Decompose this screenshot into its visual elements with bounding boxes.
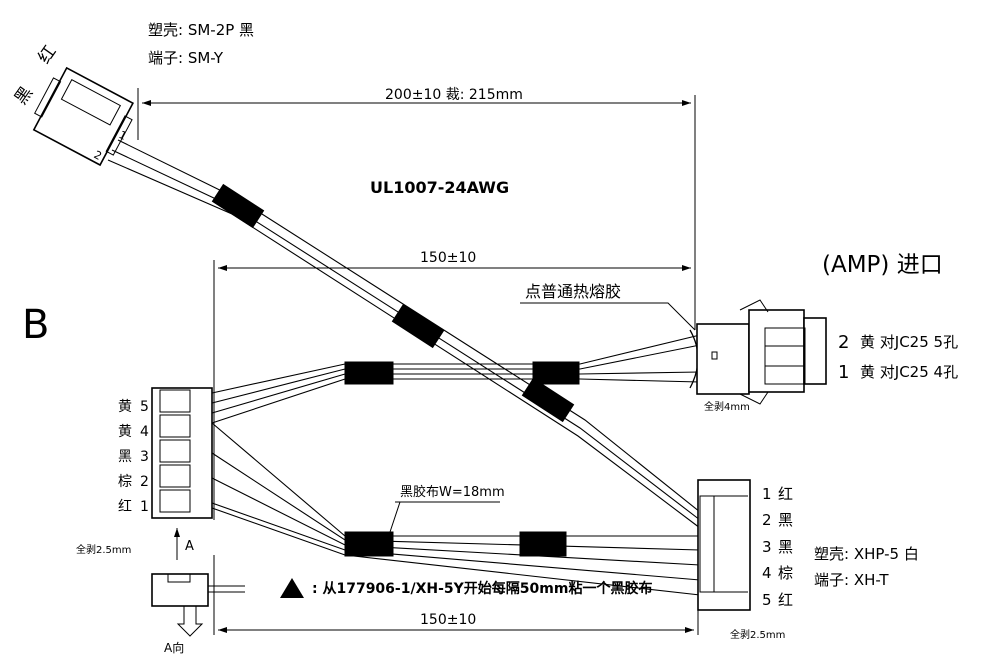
xh-pin-3-num: 3 [762,538,772,556]
amp-pin-1-text: 黄 对JC25 4孔 [860,363,958,381]
left-pin-2-num: 2 [140,474,149,490]
triangle-icon [280,578,304,598]
left-pin-4-color: 黄 [118,423,132,440]
sm-2p-connector: 1 2 黑 红 [11,42,135,167]
amp-connector [689,299,827,405]
left-pin-2-color: 棕 [118,474,132,490]
xh-strip-note: 全剥2.5mm [730,628,785,641]
view-arrow-label: A [185,539,194,554]
amp-pin-2-text: 黄 对JC25 5孔 [860,333,958,351]
xh-pin-2-color: 黑 [778,511,793,529]
sm-wire-label-red: 红 [34,42,60,67]
amp-title: (AMP) 进口 [822,252,943,278]
left-pin-3-color: 黑 [118,449,132,465]
dimension-top-label: 200±10 裁: 215mm [385,87,523,103]
sm-housing-spec: 塑壳: SM-2P 黑 [148,21,254,39]
left-strip-note: 全剥2.5mm [76,543,131,556]
left-pin-1-color: 红 [118,499,132,515]
xh-pin-1-color: 红 [778,485,793,503]
dimension-top [137,88,696,330]
a-direction-view [151,573,245,637]
section-label: B [22,302,49,348]
left-pin-5-color: 黄 [118,398,132,415]
wire-bundle-left-to-amp [211,334,701,424]
triangle-note: : 从177906-1/XH-5Y开始每隔50mm粘一个黑胶布 [312,580,652,597]
left-pin-5-num: 5 [140,399,149,415]
dimension-middle [213,260,691,520]
left-pin-3-num: 3 [140,449,149,465]
glue-note: 点普通热熔胶 [525,282,621,301]
tape-width-note: 黑胶布W=18mm [400,484,505,500]
xh-pin-5-num: 5 [762,591,772,609]
sm-wire-label-black: 黑 [11,83,37,108]
amp-pin-1-num: 1 [838,362,849,383]
sm-terminal-spec: 端子: SM-Y [148,49,224,67]
xh-terminal-spec: 端子: XH-T [814,571,889,589]
view-caption: A向 [164,640,184,655]
wire-spec: UL1007-24AWG [370,178,509,197]
amp-pin-2-num: 2 [838,332,849,353]
dimension-bottom-label: 150±10 [420,612,476,628]
xh-pin-4-color: 棕 [778,564,793,582]
xh-pin-4-num: 4 [762,564,772,582]
xh-housing-spec: 塑壳: XHP-5 白 [814,545,919,563]
xh-pin-2-num: 2 [762,511,772,529]
wire-bundle-left-to-xh [211,422,701,596]
dimension-middle-label: 150±10 [420,250,476,266]
xh-pin-5-color: 红 [778,591,793,609]
xhp-5-connector [697,479,751,611]
left-5pin-connector [151,387,213,519]
amp-strip-note: 全剥4mm [704,400,750,413]
tape-segments [211,183,580,557]
left-pin-1-num: 1 [140,499,149,515]
xh-pin-3-color: 黑 [778,538,793,556]
xh-pin-1-num: 1 [762,485,772,503]
dimension-bottom [213,555,699,635]
left-pin-4-num: 4 [140,424,149,440]
